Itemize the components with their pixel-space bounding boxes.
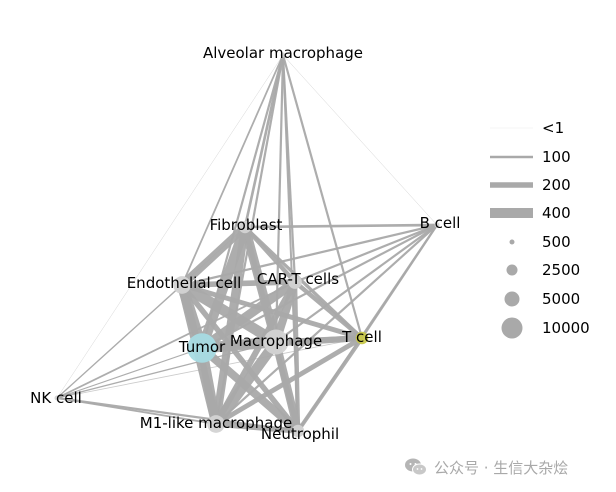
legend-node-label: 2500: [542, 261, 580, 279]
node-fibroblast: [238, 220, 252, 234]
legend-edge-label: 400: [542, 204, 571, 222]
node-endothelial: [173, 276, 191, 294]
node-nk: [54, 395, 60, 401]
watermark: 公众号 · 生信大杂烩: [404, 455, 614, 479]
edge-endothelial-neutrophil: [179, 283, 301, 433]
node-label-bcell: B cell: [420, 214, 461, 232]
node-alveolar: [280, 52, 286, 58]
edge-endothelial-nk: [56, 284, 183, 399]
legend-node-label: 5000: [542, 290, 580, 308]
node-neutrophil: [291, 424, 305, 438]
node-tumor: [187, 333, 217, 363]
edge-bcell-tumor: [201, 224, 438, 349]
edge-cart-tcell: [293, 280, 364, 340]
edge-tumor-neutrophil: [199, 344, 301, 435]
edge-tcell-neutrophil: [296, 336, 364, 433]
watermark-text: 公众号 · 生信大杂烩: [434, 458, 569, 477]
edge-cart-neutrophil: [292, 281, 301, 432]
node-label-alveolar: Alveolar macrophage: [203, 44, 363, 62]
node-label-endothelial: Endothelial cell: [127, 274, 242, 292]
legend-node-label: 10000: [542, 319, 590, 337]
node-cart: [288, 275, 302, 289]
legend-edge-label: <1: [542, 119, 564, 137]
edge-neutrophil-nk: [56, 396, 299, 433]
legend-node-swatch-2500: [506, 264, 518, 276]
node-label-cart: CAR-T cells: [257, 270, 339, 288]
edge-macrophage-nk: [56, 341, 277, 399]
edge-tumor-nk: [56, 347, 203, 399]
wechat-icon: [405, 458, 427, 476]
nodes-layer: [54, 52, 440, 438]
node-macrophage: [263, 329, 289, 355]
node-label-tumor: Tumor: [178, 338, 226, 356]
legend-node-swatch-10000: [501, 317, 523, 339]
legend-edge-label: 200: [542, 176, 571, 194]
node-label-macrophage: Macrophage: [230, 332, 322, 350]
node-tcell: [355, 331, 369, 345]
edges-layer: [56, 54, 438, 435]
labels-layer: Alveolar macrophage B cell FibroblastEndot…: [30, 44, 460, 443]
node-label-neutrophil: Neutrophil: [261, 425, 339, 443]
legend-node-label: 500: [542, 233, 571, 251]
edge-cart-nk: [56, 281, 296, 399]
legend-node-swatch-500: [509, 239, 515, 245]
legend: <1 100 200 400 500 2500 5000 10000: [490, 119, 590, 339]
edge-alveolar-bcell: [282, 54, 438, 226]
edge-macrophage-neutrophil: [272, 341, 302, 432]
edge-alveolar-fibroblast: [243, 54, 285, 228]
node-label-m1: M1-like macrophage: [140, 414, 292, 432]
edge-fibroblast-tumor: [197, 225, 250, 350]
node-label-fibroblast: Fibroblast: [210, 216, 283, 234]
legend-edge-label: 100: [542, 148, 571, 166]
edge-endothelial-tcell: [181, 282, 363, 341]
edge-endothelial-cart: [181, 279, 296, 288]
edge-bcell-cart: [294, 223, 438, 284]
edge-alveolar-tcell: [281, 54, 364, 339]
edge-alveolar-nk: [56, 54, 284, 399]
node-label-tcell: T cell: [341, 328, 382, 346]
node-m1: [207, 415, 225, 433]
edge-bcell-fibroblast: [244, 223, 438, 229]
legend-node-swatch-5000: [504, 291, 520, 307]
edge-alveolar-endothelial: [181, 54, 284, 286]
edge-cart-tumor: [199, 278, 298, 352]
node-bcell: [434, 222, 440, 228]
node-label-nk: NK cell: [30, 389, 82, 407]
